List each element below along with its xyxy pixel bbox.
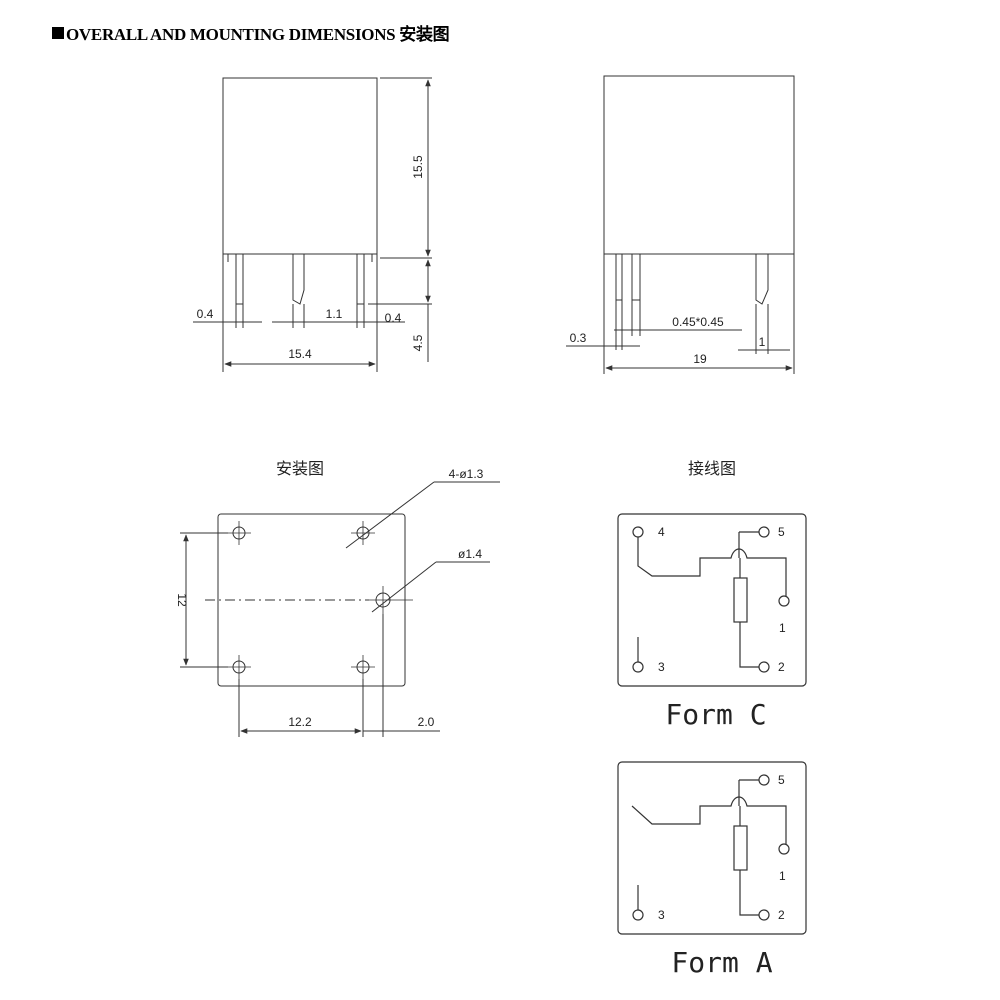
form-c-outline: [617, 513, 807, 687]
form-c-name: Form C: [665, 698, 766, 731]
dim-front-height-pins: 4.5: [411, 334, 425, 351]
dim-side-pin-section: 0.45*0.45: [672, 315, 724, 329]
title-square-icon: [52, 26, 64, 39]
form-a-diagram: [617, 761, 807, 935]
form-a-pin-2: 2: [778, 908, 785, 922]
side-body: [603, 75, 795, 255]
form-c-diagram: [617, 513, 807, 687]
dim-front-pin-spacing: 1.1: [326, 307, 343, 321]
form-a-pin-1: 1: [779, 869, 786, 883]
dim-side-pin-thickness: 0.3: [570, 331, 587, 345]
dim-side-width: 19: [693, 352, 707, 366]
dim-mounting-offset: 2.0: [418, 715, 435, 729]
front-pins: [227, 253, 373, 305]
form-c-pin-2: 2: [778, 660, 785, 674]
form-c-pin-3: 3: [658, 660, 665, 674]
page-title: OVERALL AND MOUNTING DIMENSIONS 安装图: [52, 20, 450, 45]
form-a-pin-5: 5: [778, 773, 785, 787]
form-c-pin-4: 4: [658, 525, 665, 539]
callout-holes: 4-ø1.3: [449, 467, 484, 481]
dim-side-pin-width: 1: [759, 335, 766, 349]
form-a-name: Form A: [671, 946, 772, 979]
form-c-pin-1: 1: [779, 621, 786, 635]
form-a-outline: [617, 761, 807, 935]
mounting-view: [180, 481, 500, 737]
page-title-text: OVERALL AND MOUNTING DIMENSIONS 安装图: [66, 25, 450, 44]
dim-front-width: 15.4: [288, 347, 312, 361]
form-c-pin-5: 5: [778, 525, 785, 539]
form-c-pin-4-terminal: [632, 526, 644, 538]
dim-mounting-height: 12: [175, 593, 189, 607]
mounting-label: 安装图: [276, 460, 324, 478]
dim-front-height-body: 15.5: [411, 155, 425, 179]
front-body: [222, 77, 378, 255]
side-view: [566, 75, 795, 374]
form-a-pin-3: 3: [658, 908, 665, 922]
wiring-label: 接线图: [688, 460, 736, 478]
dim-front-pin-a: 0.4: [197, 307, 214, 321]
front-view: [193, 77, 432, 372]
callout-hole: ø1.4: [458, 547, 482, 561]
dim-mounting-spacing: 12.2: [288, 715, 312, 729]
dim-front-pin-b: 0.4: [385, 311, 402, 325]
